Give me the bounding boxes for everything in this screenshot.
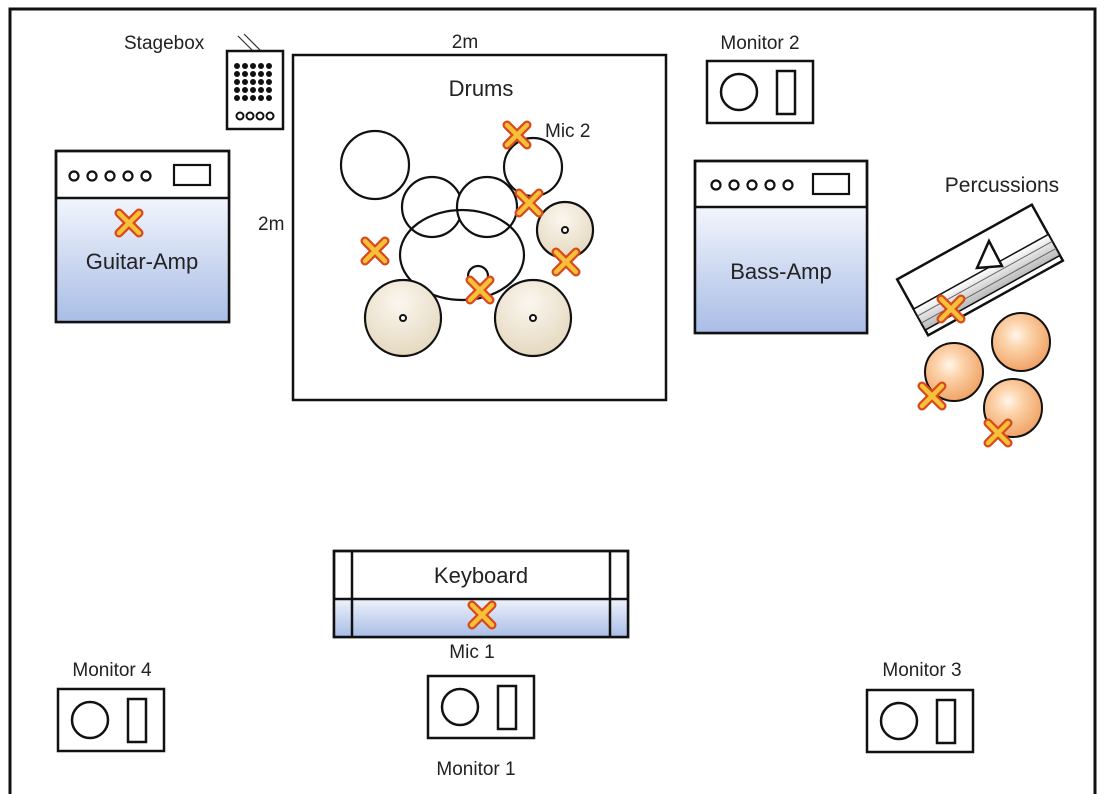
monitor2-label: Monitor 2 xyxy=(720,33,799,54)
wedge-speaker-icon xyxy=(865,688,975,754)
drums-label: Drums xyxy=(449,76,514,101)
percussions-label: Percussions xyxy=(945,174,1059,197)
mic1-label: Mic 1 xyxy=(449,642,494,663)
guitar-amp-label: Guitar-Amp xyxy=(86,249,198,274)
monitor1-label: Monitor 1 xyxy=(436,759,515,780)
percussions: Percussions xyxy=(895,174,1065,443)
wedge-speaker-icon xyxy=(426,674,536,740)
stagebox-label: Stagebox xyxy=(124,33,205,54)
conga-2 xyxy=(991,312,1051,372)
monitor-3: Monitor 3 xyxy=(865,660,975,754)
keyboard: Keyboard Mic 1 xyxy=(332,549,630,663)
guitar-amp: Guitar-Amp xyxy=(54,149,231,324)
crash-cymbal-outline xyxy=(339,129,411,201)
drums-width-label: 2m xyxy=(452,32,478,53)
monitor-2: Monitor 2 xyxy=(705,33,815,125)
stagebox: Stagebox xyxy=(124,33,285,131)
keyboard-label: Keyboard xyxy=(434,563,528,588)
conga-3 xyxy=(983,378,1043,438)
bass-amp: Bass-Amp xyxy=(693,159,869,335)
monitor4-label: Monitor 4 xyxy=(72,660,152,681)
wedge-speaker-icon xyxy=(705,59,815,125)
triangle-icon xyxy=(975,238,1004,270)
drum-riser: 2m 2m Drums Mic 2 xyxy=(258,32,668,402)
mic2-label: Mic 2 xyxy=(545,121,590,142)
monitor-4: Monitor 4 xyxy=(56,660,166,753)
wedge-speaker-icon xyxy=(56,687,166,753)
stage-border xyxy=(8,7,1097,794)
monitor-1: Monitor 1 xyxy=(426,674,536,780)
drums-depth-label: 2m xyxy=(258,214,284,235)
bass-drum xyxy=(398,208,526,302)
ride-outline xyxy=(502,136,564,198)
percussion-table xyxy=(895,202,1065,338)
bass-amp-label: Bass-Amp xyxy=(730,259,831,284)
rack-tom-2 xyxy=(455,175,519,239)
monitor3-label: Monitor 3 xyxy=(882,660,961,681)
